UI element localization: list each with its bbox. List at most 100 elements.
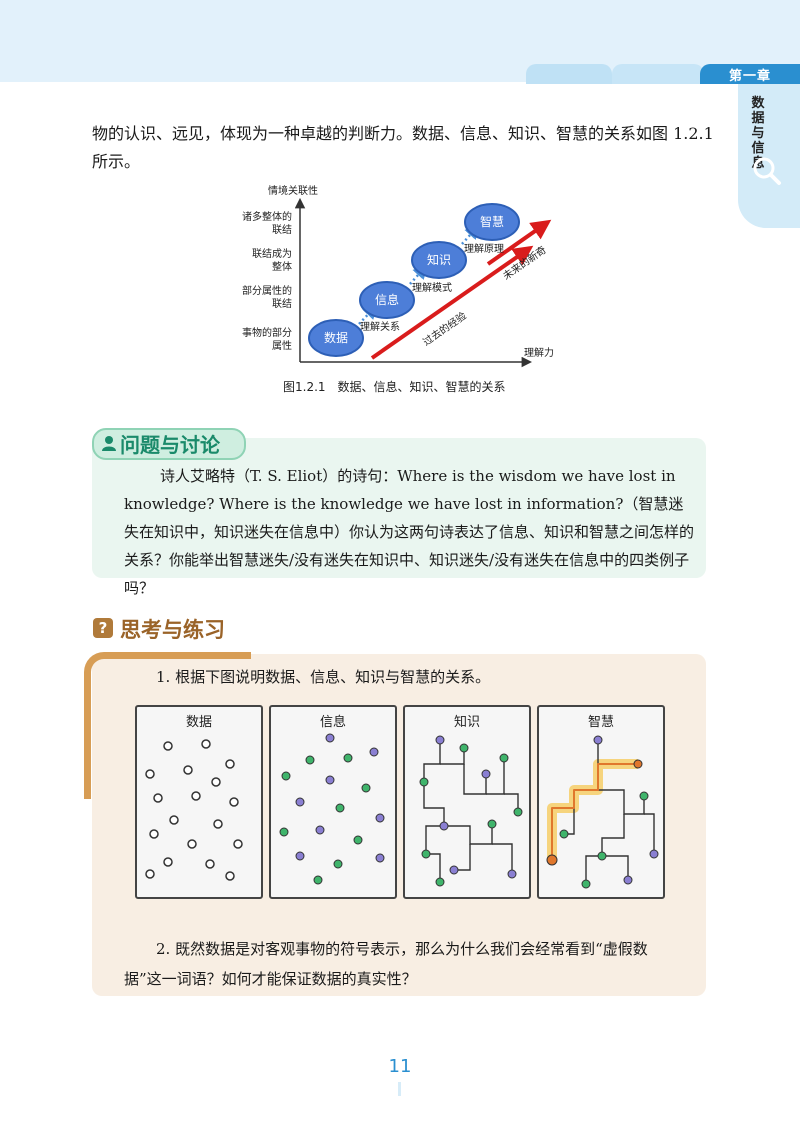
dikw-panels: 数据 信息 知识 智慧 [135, 705, 665, 899]
info-dot [315, 825, 325, 835]
panel-label: 智慧 [588, 714, 614, 730]
wisdom-node [593, 735, 603, 745]
data-dot [233, 839, 243, 849]
discussion-text: 诗人艾略特（T. S. Eliot）的诗句：Where is the wisdo… [124, 467, 695, 597]
panel-label: 知识 [454, 714, 480, 730]
info-dot [333, 859, 343, 869]
person-icon [102, 436, 116, 451]
y-axis-label: 情境关联性 [268, 184, 318, 197]
discussion-title: 问题与讨论 [120, 433, 220, 457]
info-dot [295, 851, 305, 861]
data-dot [191, 791, 201, 801]
panel-frame [403, 705, 531, 899]
knowledge-node [481, 769, 491, 779]
data-dot [213, 819, 223, 829]
info-dot [369, 747, 379, 757]
data-dot [145, 869, 155, 879]
side-tab [738, 84, 800, 228]
info-dot [343, 753, 353, 763]
exercise-question-1: 1. 根据下图说明数据、信息、知识与智慧的关系。 [156, 668, 491, 686]
info-dot [313, 875, 323, 885]
figure-caption: 图1.2.1 数据、信息、知识、智慧的关系 [283, 380, 506, 394]
transition-label: 理解模式 [412, 281, 452, 294]
knowledge-node [435, 877, 445, 887]
info-dot [305, 755, 315, 765]
data-dot [145, 769, 155, 779]
panel-knowledge-network [419, 735, 523, 887]
data-dot [187, 839, 197, 849]
node-information: 信息 [359, 281, 415, 319]
exercises-title: 思考与练习 [120, 618, 225, 642]
info-dot [325, 733, 335, 743]
transition-label: 理解关系 [360, 320, 400, 333]
info-dot [361, 783, 371, 793]
data-dot [163, 857, 173, 867]
page-number: 11 [388, 1056, 412, 1077]
wisdom-node [546, 854, 558, 866]
info-dot [325, 775, 335, 785]
future-novelty-arrow [486, 219, 552, 266]
x-axis-label: 理解力 [524, 346, 554, 359]
info-dot [375, 853, 385, 863]
panel-frame [135, 705, 263, 899]
panel-data-dots [145, 739, 243, 881]
knowledge-node [459, 743, 469, 753]
data-dot [183, 765, 193, 775]
wisdom-node [623, 875, 633, 885]
data-dot [205, 859, 215, 869]
transition-label: 理解原理 [464, 242, 504, 255]
wisdom-node [581, 879, 591, 889]
data-dot [211, 777, 221, 787]
wisdom-node [649, 849, 659, 859]
panel-frame [269, 705, 397, 899]
knowledge-node [419, 777, 429, 787]
question-icon: ? [93, 618, 113, 638]
node-data: 数据 [308, 319, 364, 357]
y-level-label: 诸多整体的联结 [242, 210, 292, 236]
info-dot [295, 797, 305, 807]
page-number-tick [398, 1082, 401, 1096]
knowledge-node [507, 869, 517, 879]
node-label: 数据 [324, 330, 348, 345]
panel-wisdom-network [546, 735, 659, 889]
discussion-paragraph: 诗人艾略特（T. S. Eliot）的诗句：Where is the wisdo… [124, 462, 698, 602]
chapter-tab: 第一章 [700, 64, 800, 84]
info-dot [281, 771, 291, 781]
wisdom-node [633, 759, 643, 769]
discussion-badge [92, 428, 246, 460]
header-tab-decoration [526, 64, 612, 84]
panel-label: 数据 [186, 715, 212, 730]
wisdom-node [639, 791, 649, 801]
question-line: 据”这一词语？如何才能保证数据的真实性？ [124, 970, 417, 988]
knowledge-node [421, 849, 431, 859]
info-dot [335, 803, 345, 813]
question-line: 2. 既然数据是对客观事物的符号表示，那么为什么我们会经常看到“虚假数 [156, 940, 648, 958]
panel-frame [537, 705, 665, 899]
y-level-label: 联结成为整体 [252, 247, 292, 273]
node-label: 信息 [375, 292, 399, 307]
wisdom-node [597, 851, 607, 861]
knowledge-node [487, 819, 497, 829]
past-experience-arrow [370, 245, 534, 360]
info-dot [353, 835, 363, 845]
info-dot [375, 813, 385, 823]
past-experience-label: 过去的经验 [420, 309, 468, 348]
intro-line: 物的认识、远见，体现为一种卓越的判断力。数据、信息、知识、智慧的关系如图 1.2… [92, 124, 714, 143]
panel-label: 信息 [320, 714, 346, 730]
header-tab-decoration [612, 64, 704, 84]
intro-line: 所示。 [92, 152, 141, 171]
dikw-diagram: 情境关联性 理解力 诸多整体的联结 联结成为整体 部分属性的联结 事物的部分属性… [242, 184, 554, 368]
data-dot [169, 815, 179, 825]
node-wisdom: 智慧 [464, 203, 520, 241]
node-label: 知识 [427, 253, 451, 267]
data-dot [225, 759, 235, 769]
wisdom-path [551, 763, 638, 860]
wisdom-node [559, 829, 569, 839]
info-dot [279, 827, 289, 837]
data-dot [153, 793, 163, 803]
exercises-accent [84, 652, 251, 799]
node-knowledge: 知识 [411, 241, 467, 279]
y-level-label: 部分属性的联结 [242, 284, 292, 310]
data-dot [201, 739, 211, 749]
knowledge-node [439, 821, 449, 831]
